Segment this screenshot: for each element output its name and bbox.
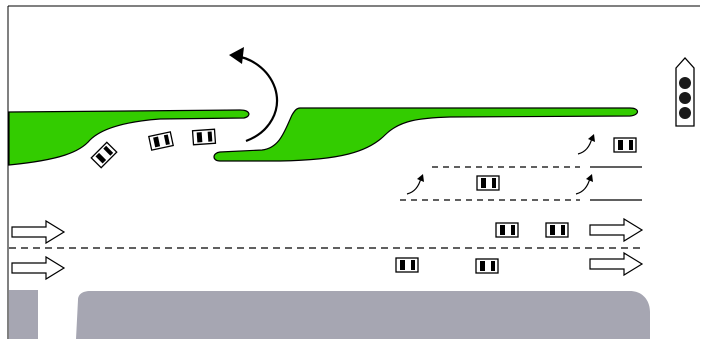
right-median	[213, 107, 639, 162]
through-arrow-icon	[11, 255, 66, 281]
left-median	[8, 109, 250, 166]
turn-arrow-icon	[575, 174, 593, 195]
through-arrow-icon	[589, 217, 644, 243]
turn-arrow-icon	[406, 174, 424, 195]
through-arrow-icon	[11, 219, 66, 245]
vehicle-icon	[395, 257, 419, 273]
through-arrow-icon	[589, 251, 644, 277]
vehicle-icon	[90, 141, 118, 169]
vehicle-icon	[191, 128, 217, 146]
vehicle-icon	[495, 222, 519, 238]
turn-arrow-icon	[577, 134, 595, 155]
vehicle-icon	[545, 222, 569, 238]
vehicle-icon	[613, 137, 637, 153]
u-turn-arrow-icon	[229, 47, 279, 143]
building-block-left	[9, 290, 38, 339]
vehicle-icon	[476, 175, 500, 191]
vehicle-icon	[475, 258, 499, 274]
vehicle-icon	[148, 131, 174, 151]
building-block-main	[76, 291, 650, 339]
traffic-signal-icon	[675, 57, 695, 127]
